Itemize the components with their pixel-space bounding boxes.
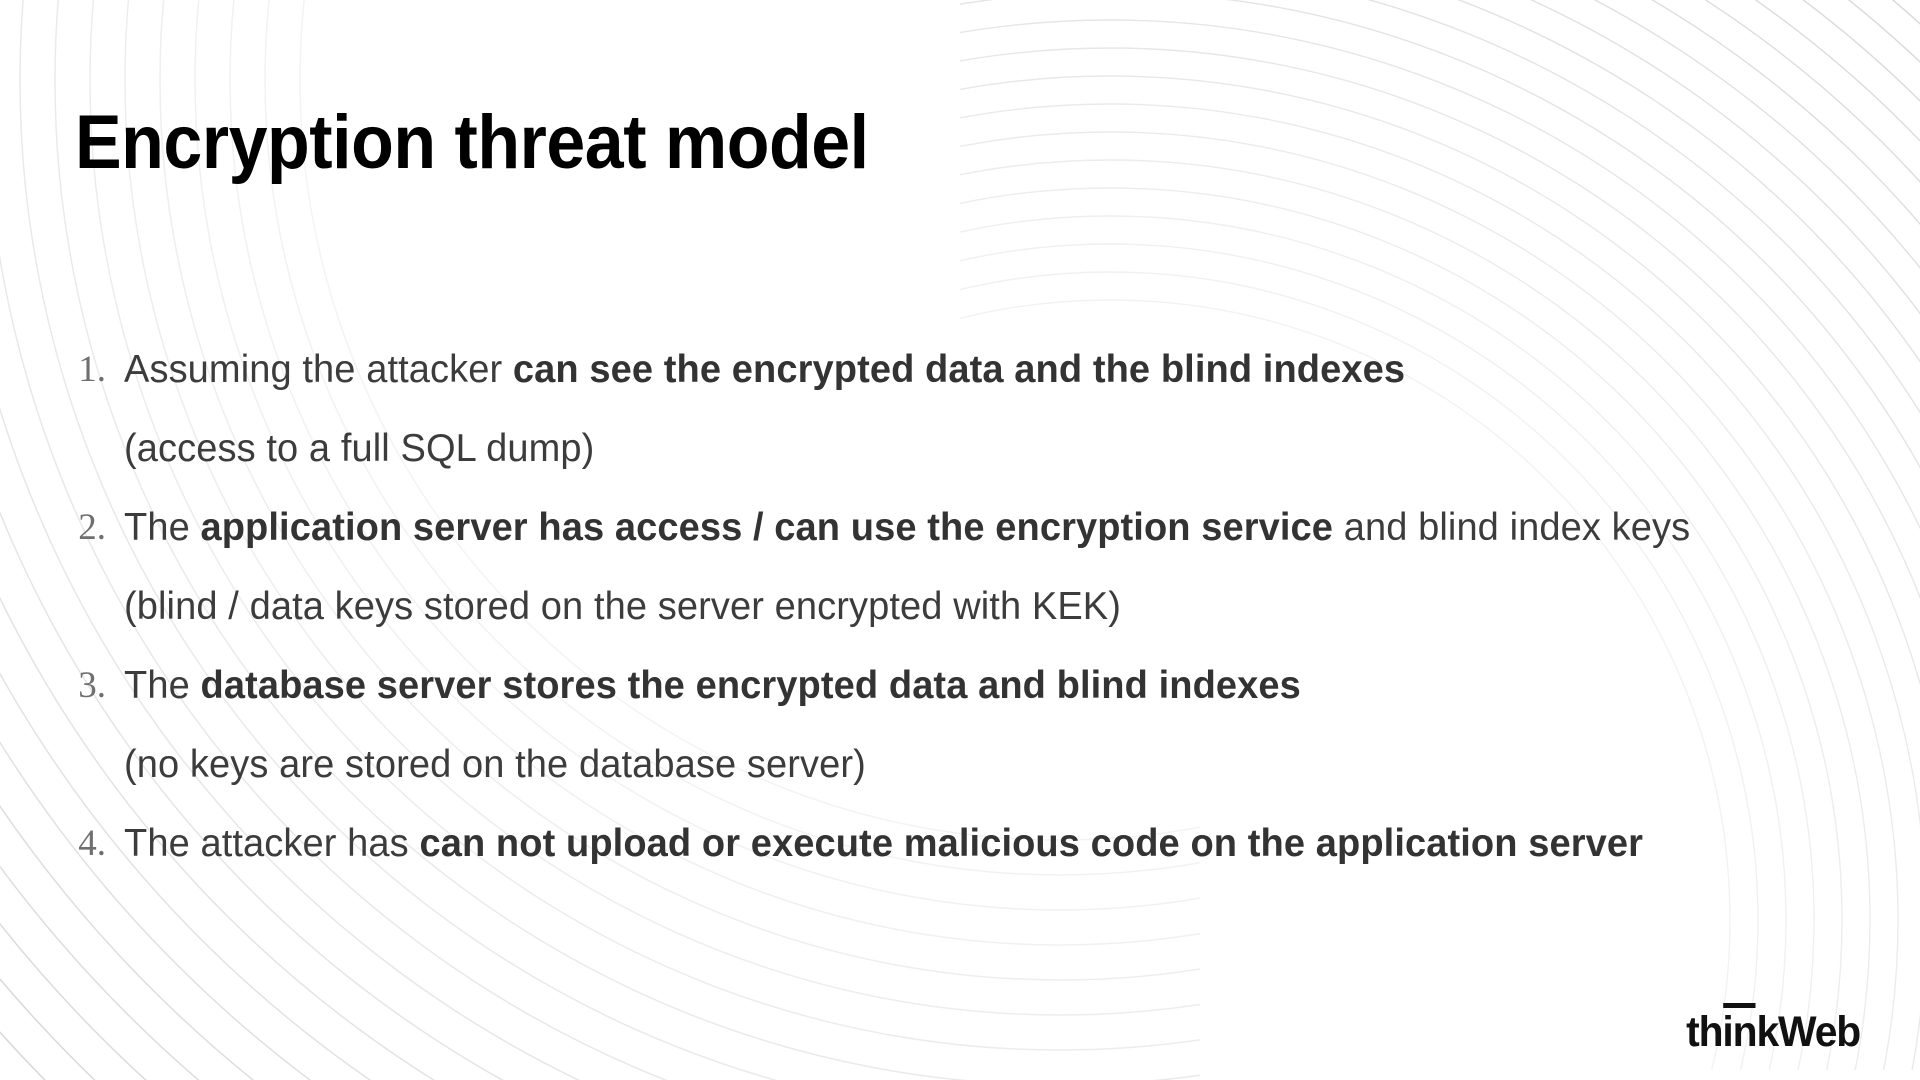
list-item: 1. Assuming the attacker can see the enc… <box>62 330 1852 488</box>
text-bold: application server has access / can use … <box>200 506 1334 549</box>
list-item-number: 1. <box>78 349 106 390</box>
text-pre: Assuming the attacker <box>124 348 513 391</box>
list-item-sub-line: (blind / data keys stored on the server … <box>124 585 1122 628</box>
list-item-main-line: The attacker has can not upload or execu… <box>124 804 1809 883</box>
slide-body: 1. Assuming the attacker can see the enc… <box>62 330 1852 883</box>
list-item-number: 2. <box>78 507 106 548</box>
list-item-number: 3. <box>78 665 106 706</box>
text-bold: can not upload or execute malicious code… <box>419 822 1643 865</box>
list-item-main-line: The application server has access / can … <box>124 488 1809 567</box>
list-item-main-line: The database server stores the encrypted… <box>124 646 1809 725</box>
text-pre: The attacker has <box>124 822 420 865</box>
slide-title: Encryption threat model <box>75 99 869 185</box>
list-item: 2. The application server has access / c… <box>62 488 1852 646</box>
threat-model-list: 1. Assuming the attacker can see the enc… <box>62 330 1852 883</box>
thinkweb-logo: thinkWeb <box>1686 1003 1861 1056</box>
list-item-sub-line: (access to a full SQL dump) <box>124 427 595 470</box>
logo-part-2-with-overbar: in <box>1722 1003 1757 1056</box>
list-item-sub-line: (no keys are stored on the database serv… <box>124 743 866 786</box>
text-post: and blind index keys <box>1333 506 1691 549</box>
text-bold: database server stores the encrypted dat… <box>200 664 1301 707</box>
list-item: 4. The attacker has can not upload or ex… <box>62 804 1852 883</box>
logo-part-3: kWeb <box>1756 1008 1861 1056</box>
text-pre: The <box>124 506 201 549</box>
list-item: 3. The database server stores the encryp… <box>62 646 1852 804</box>
text-bold: can see the encrypted data and the blind… <box>512 348 1406 391</box>
list-item-main-line: Assuming the attacker can see the encryp… <box>124 330 1809 409</box>
list-item-number: 4. <box>78 823 106 864</box>
text-pre: The <box>124 664 201 707</box>
logo-part-1: th <box>1686 1008 1723 1056</box>
